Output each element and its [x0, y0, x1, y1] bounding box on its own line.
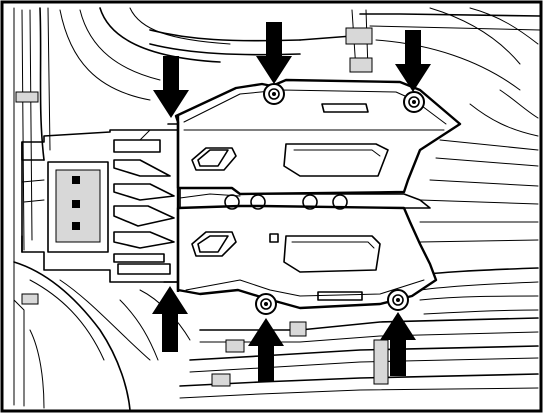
arrow-down-icon	[153, 56, 189, 118]
slot-lower-bottom	[317, 291, 363, 301]
hole	[250, 194, 266, 210]
bolt-icon	[263, 83, 285, 105]
arrow-up-icon	[380, 312, 416, 376]
bolt-icon	[403, 91, 425, 113]
hole	[302, 194, 318, 210]
arrow-down-icon	[395, 30, 431, 92]
slot-lower-middle	[283, 235, 381, 273]
slot-upper-left	[191, 147, 237, 171]
hole	[224, 194, 240, 210]
shield-plate	[163, 78, 462, 310]
subframe-left	[21, 129, 181, 283]
slot-lower-left	[191, 231, 237, 257]
arrow-up-icon	[248, 318, 284, 382]
hole	[332, 194, 348, 210]
bolt-icon	[255, 293, 277, 315]
slot-upper-top	[321, 103, 369, 113]
slot-upper-middle	[283, 143, 389, 177]
bolt-icon	[387, 289, 409, 311]
arrow-down-icon	[256, 22, 292, 84]
arrow-up-icon	[152, 286, 188, 352]
